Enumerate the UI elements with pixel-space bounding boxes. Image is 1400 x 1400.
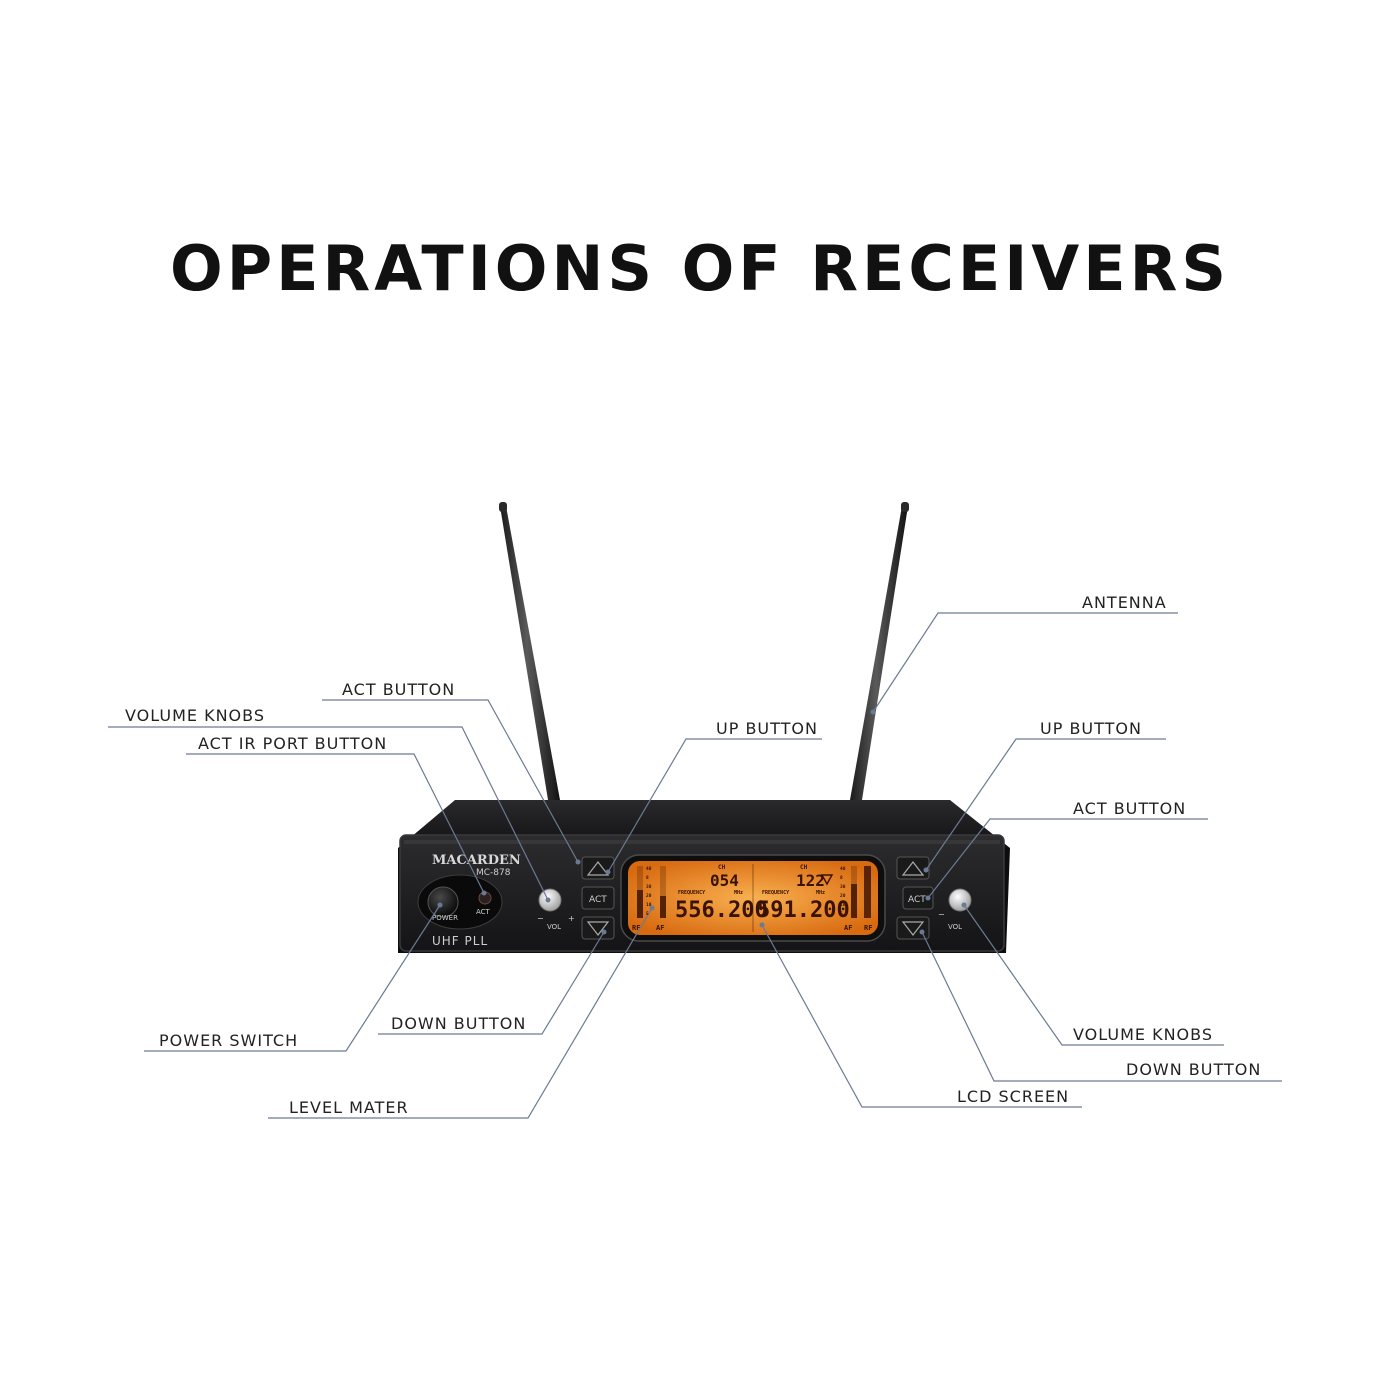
level-meter-left-tick: 10 [646, 902, 652, 908]
callout-act-button-right: ACT BUTTON [1073, 799, 1187, 818]
leader-volume-knobs-left [108, 726, 549, 901]
level-meter-right-tick: 10 [840, 902, 846, 908]
power-label: POWER [432, 914, 458, 922]
vol-minus-left: − [537, 914, 544, 923]
page-title: OPERATIONS OF RECEIVERS [170, 232, 1230, 305]
power-switch[interactable] [417, 874, 503, 930]
up-button-right[interactable] [896, 856, 930, 880]
level-meter-right-tick: 30 [840, 884, 846, 890]
vol-minus-right: − [938, 910, 945, 919]
leader-dots [437, 709, 967, 935]
leader-act-button-left [322, 699, 579, 863]
vol-label-right: VOL [948, 923, 962, 931]
frequency-right: 591.200 [757, 898, 850, 923]
up-arrow-icon [586, 861, 610, 876]
brand-label: MACARDEN [432, 853, 521, 868]
leader-power-switch [144, 904, 441, 1052]
leader-volume-knobs-right [963, 904, 1224, 1046]
act-button-right-label: ACT [908, 895, 926, 905]
model-label: MC-878 [476, 868, 511, 878]
vol-plus-left: + [568, 914, 575, 923]
callout-down-button-left: DOWN BUTTON [391, 1014, 527, 1033]
leader-lcd-screen [761, 924, 1082, 1108]
leader-down-button-left [378, 931, 605, 1035]
series-label: UHF PLL [432, 934, 488, 948]
callout-antenna: ANTENNA [1082, 593, 1167, 612]
ch-label-right: CH [800, 864, 808, 871]
lcd-screen [620, 854, 886, 942]
down-arrow-icon [901, 921, 925, 936]
leader-act-ir-port [186, 753, 485, 894]
level-meter-left-tick: 8 [646, 875, 649, 881]
af-label-right: AF [844, 924, 852, 932]
leader-up-button-right [925, 738, 1166, 871]
callout-power-switch: POWER SWITCH [159, 1031, 299, 1050]
level-meter-right-tick: 8 [840, 875, 843, 881]
callout-volume-knobs-right: VOLUME KNOBS [1073, 1025, 1213, 1044]
antenna-signal-icon [820, 874, 834, 886]
down-button-left[interactable] [581, 916, 615, 940]
leader-lines [108, 612, 1282, 1119]
channel-left: 054 [710, 871, 739, 890]
level-meter-left-tick: 5 [646, 911, 649, 917]
channel-right: 122 [796, 871, 825, 890]
frequency-left: 556.200 [675, 898, 768, 923]
level-meter-left-tick: 20 [646, 893, 652, 899]
right-antenna [850, 502, 909, 800]
callout-lcd-screen: LCD SCREEN [957, 1087, 1070, 1106]
level-meter-left-tick: 40 [646, 866, 652, 872]
act-button-left[interactable] [581, 886, 615, 910]
act-ir-label: ACT [476, 908, 491, 916]
level-meter-right-tick: 5 [840, 911, 843, 917]
callout-act-button-left: ACT BUTTON [342, 680, 456, 699]
volume-knob-right[interactable] [948, 888, 972, 912]
act-button-right[interactable] [902, 886, 934, 910]
vol-label-left: VOL [547, 923, 561, 931]
leader-down-button-right [921, 931, 1282, 1082]
callout-down-button-right: DOWN BUTTON [1126, 1060, 1262, 1079]
up-button-left[interactable] [581, 856, 615, 880]
callout-volume-knobs-left: VOLUME KNOBS [125, 706, 265, 725]
leader-act-button-right [927, 818, 1208, 899]
level-meter-right-tick: 20 [840, 893, 846, 899]
level-meter-right-tick: 40 [840, 866, 846, 872]
up-arrow-icon [901, 861, 925, 876]
level-meter-right [851, 866, 871, 918]
freq-label-right: FREQUENCY [762, 890, 789, 896]
leader-antenna [872, 612, 1178, 713]
callout-up-button-right: UP BUTTON [1040, 719, 1142, 738]
down-arrow-icon [586, 921, 610, 936]
rf-label-left: RF [632, 924, 640, 932]
callout-level-mater: LEVEL MATER [289, 1098, 409, 1117]
level-meter-left [637, 866, 666, 918]
left-antenna [499, 502, 560, 800]
freq-label-left: FREQUENCY [678, 890, 705, 896]
level-meter-left-tick: 30 [646, 884, 652, 890]
unit-left: MHz [734, 890, 743, 896]
leader-level-mater [268, 907, 653, 1119]
leader-up-button-left [607, 738, 822, 873]
act-button-left-label: ACT [589, 895, 607, 905]
callout-up-button-left: UP BUTTON [716, 719, 818, 738]
af-label-left: AF [656, 924, 664, 932]
unit-right: MHz [816, 890, 825, 896]
callout-act-ir-port-button: ACT IR PORT BUTTON [198, 734, 388, 753]
ch-label-left: CH [718, 864, 726, 871]
rf-label-right: RF [864, 924, 872, 932]
